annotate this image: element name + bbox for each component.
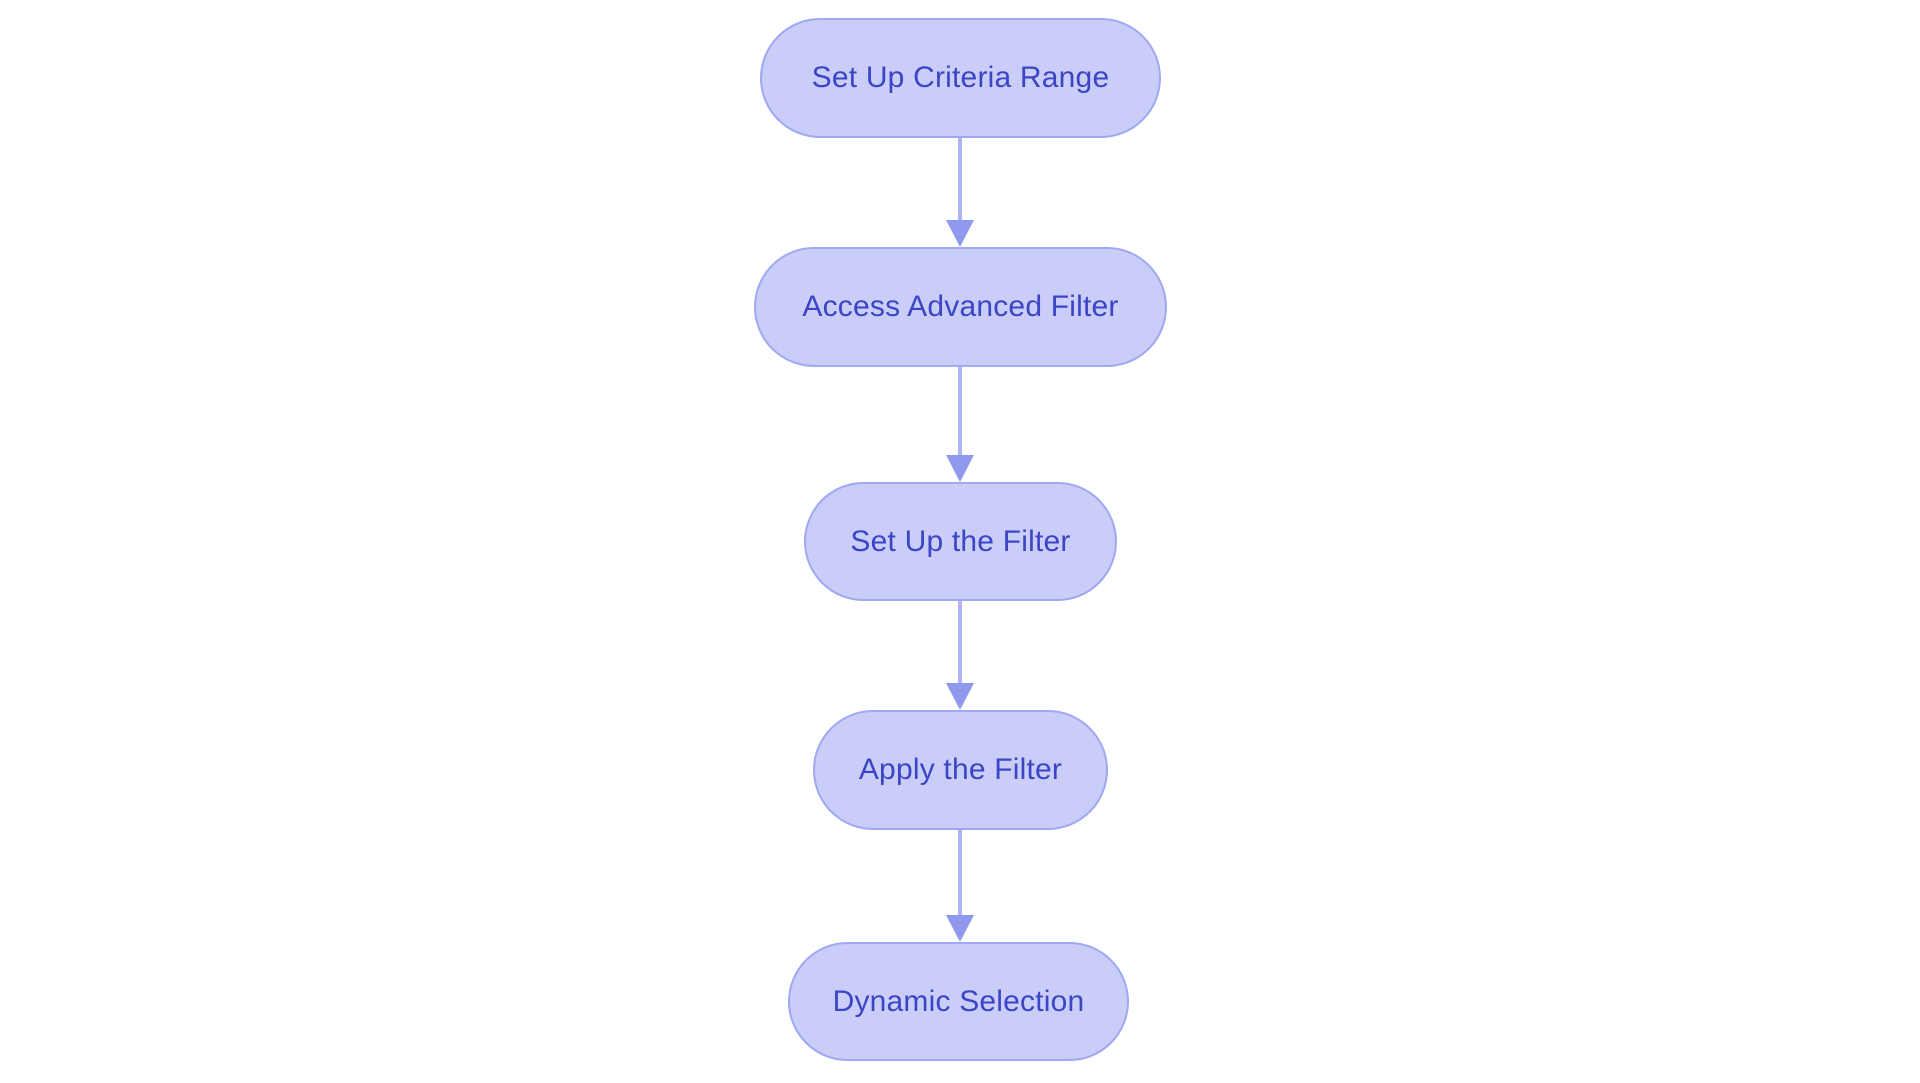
edge-n4-n5 (945, 830, 975, 942)
flow-node-set-up-the-filter: Set Up the Filter (804, 482, 1117, 601)
flow-node-dynamic-selection: Dynamic Selection (788, 942, 1129, 1061)
flow-node-label: Apply the Filter (858, 753, 1063, 786)
arrow-line (958, 830, 962, 915)
arrowhead-down-icon (946, 455, 974, 482)
edge-n1-n2 (945, 138, 975, 247)
flow-node-label: Dynamic Selection (832, 984, 1085, 1018)
flow-node-label: Access Advanced Filter (802, 290, 1119, 323)
flow-node-label: Set Up the Filter (850, 524, 1071, 558)
flow-node-label: Set Up Criteria Range (811, 61, 1110, 94)
arrow-line (958, 601, 962, 683)
flow-node-apply-the-filter: Apply the Filter (813, 710, 1108, 830)
edge-n2-n3 (945, 367, 975, 482)
flow-node-access-advanced-filter: Access Advanced Filter (754, 247, 1167, 367)
flow-node-set-up-criteria-range: Set Up Criteria Range (760, 18, 1161, 138)
arrowhead-down-icon (946, 220, 974, 247)
edge-n3-n4 (945, 601, 975, 710)
arrow-line (958, 367, 962, 455)
arrow-line (958, 138, 962, 220)
arrowhead-down-icon (946, 683, 974, 710)
arrowhead-down-icon (946, 915, 974, 942)
